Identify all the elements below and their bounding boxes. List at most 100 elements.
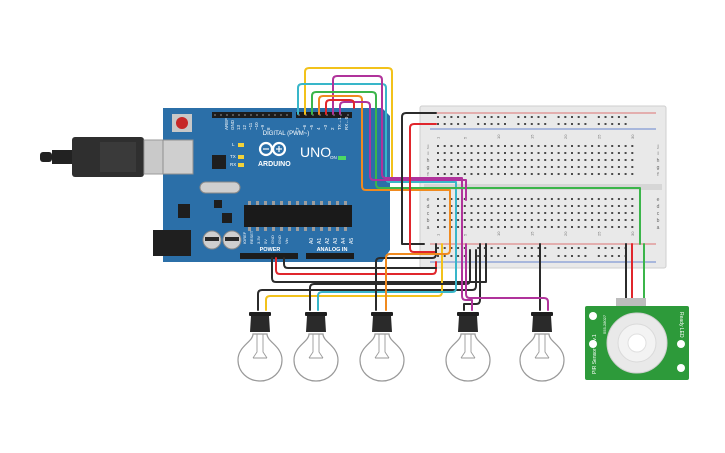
breadboard-rail-hole	[477, 255, 480, 257]
power-pin-label: 3.3V	[256, 235, 261, 244]
breadboard-hole	[611, 159, 614, 161]
l-label: L	[232, 142, 235, 147]
breadboard-hole	[544, 166, 547, 168]
breadboard-hole	[443, 166, 446, 168]
bulb-filament	[308, 334, 324, 359]
breadboard-hole	[457, 166, 460, 168]
breadboard-hole	[450, 166, 453, 168]
breadboard-hole	[557, 219, 560, 221]
breadboard-rail-hole	[504, 247, 506, 249]
breadboard-rail-hole	[443, 255, 446, 257]
row-letter: c	[427, 211, 430, 217]
breadboard-hole	[517, 166, 520, 168]
breadboard-hole	[624, 159, 627, 161]
breadboard-hole	[437, 145, 439, 147]
breadboard-hole	[457, 205, 460, 207]
pir-top-text: 555-28027	[602, 314, 607, 334]
breadboard-hole	[470, 219, 473, 221]
breadboard-hole	[443, 145, 446, 147]
breadboard-hole	[470, 226, 473, 228]
breadboard-hole	[591, 198, 594, 200]
breadboard-hole	[524, 212, 527, 214]
breadboard-rail-hole	[544, 247, 547, 249]
bulb-glass	[293, 333, 339, 382]
breadboard-hole	[510, 159, 513, 161]
breadboard-hole	[591, 166, 594, 168]
breadboard-hole	[504, 226, 506, 228]
model-label: UNO	[300, 144, 331, 160]
breadboard-hole	[490, 152, 493, 154]
breadboard-hole	[544, 226, 547, 228]
breadboard-rail-hole	[517, 247, 520, 249]
aref-label: AREF	[224, 118, 229, 130]
breadboard-hole	[611, 145, 614, 147]
breadboard-rail-hole	[557, 247, 560, 249]
breadboard-hole	[537, 226, 540, 228]
breadboard-hole	[437, 173, 439, 175]
breadboard-hole	[611, 205, 614, 207]
breadboard-hole	[631, 145, 634, 147]
breadboard-hole	[564, 152, 567, 154]
breadboard-rail-hole	[604, 116, 607, 118]
breadboard-hole	[624, 152, 627, 154]
breadboard-hole	[597, 159, 600, 161]
breadboard-hole	[517, 212, 520, 214]
breadboard-rail-hole	[524, 116, 527, 118]
breadboard-hole	[490, 205, 493, 207]
breadboard-hole	[564, 198, 567, 200]
breadboard-hole	[544, 173, 547, 175]
breadboard-rail-hole	[457, 247, 460, 249]
breadboard-hole	[584, 212, 587, 214]
breadboard-rail-hole	[577, 123, 580, 125]
breadboard-hole	[483, 159, 486, 161]
breadboard-hole	[564, 173, 567, 175]
breadboard-hole	[504, 198, 506, 200]
breadboard-hole	[510, 198, 513, 200]
wire-red-top	[325, 99, 355, 115]
breadboard-hole	[463, 173, 466, 175]
wire-black-bulb4	[463, 243, 481, 311]
breadboard-rail-hole	[611, 123, 614, 125]
breadboard-rail-hole	[524, 123, 527, 125]
breadboard-hole	[437, 198, 439, 200]
breadboard-hole	[604, 173, 607, 175]
breadboard-rail-hole	[537, 116, 540, 118]
breadboard-hole	[624, 212, 627, 214]
breadboard-rail-hole	[537, 123, 540, 125]
breadboard-rail-hole	[617, 116, 620, 118]
breadboard-hole	[504, 219, 506, 221]
breadboard-hole	[604, 198, 607, 200]
breadboard-hole	[450, 152, 453, 154]
breadboard-hole	[631, 212, 634, 214]
breadboard-hole	[577, 159, 580, 161]
power-pin-label: GND	[277, 235, 282, 244]
breadboard-hole	[617, 173, 620, 175]
digital-pin-label: ~6	[302, 124, 307, 130]
breadboard-hole	[470, 166, 473, 168]
pir-sensor: PIR Sensor Rev.1 Ready LED 555-28027	[585, 298, 689, 380]
breadboard-hole	[463, 198, 466, 200]
row-letter: i	[427, 151, 428, 157]
breadboard-hole	[617, 219, 620, 221]
breadboard-hole	[457, 198, 460, 200]
row-letter: g	[657, 165, 660, 171]
tx-label: TX	[230, 154, 236, 159]
breadboard-hole	[490, 219, 493, 221]
breadboard-hole	[517, 145, 520, 147]
breadboard-hole	[437, 159, 439, 161]
breadboard-rail-hole	[557, 123, 560, 125]
breadboard-hole	[443, 219, 446, 221]
breadboard-rail-hole	[617, 255, 620, 257]
wire-black-bulb1	[257, 249, 477, 311]
bulbs	[237, 312, 565, 382]
bulb-filament	[252, 334, 268, 359]
breadboard-hole	[510, 166, 513, 168]
breadboard-hole	[604, 166, 607, 168]
breadboard-hole	[490, 166, 493, 168]
breadboard-hole	[604, 212, 607, 214]
breadboard-rail-hole	[564, 255, 567, 257]
breadboard-rail-hole	[577, 255, 580, 257]
digital-pin-label: ~11	[248, 122, 253, 130]
gnd-label: GND	[230, 119, 235, 130]
